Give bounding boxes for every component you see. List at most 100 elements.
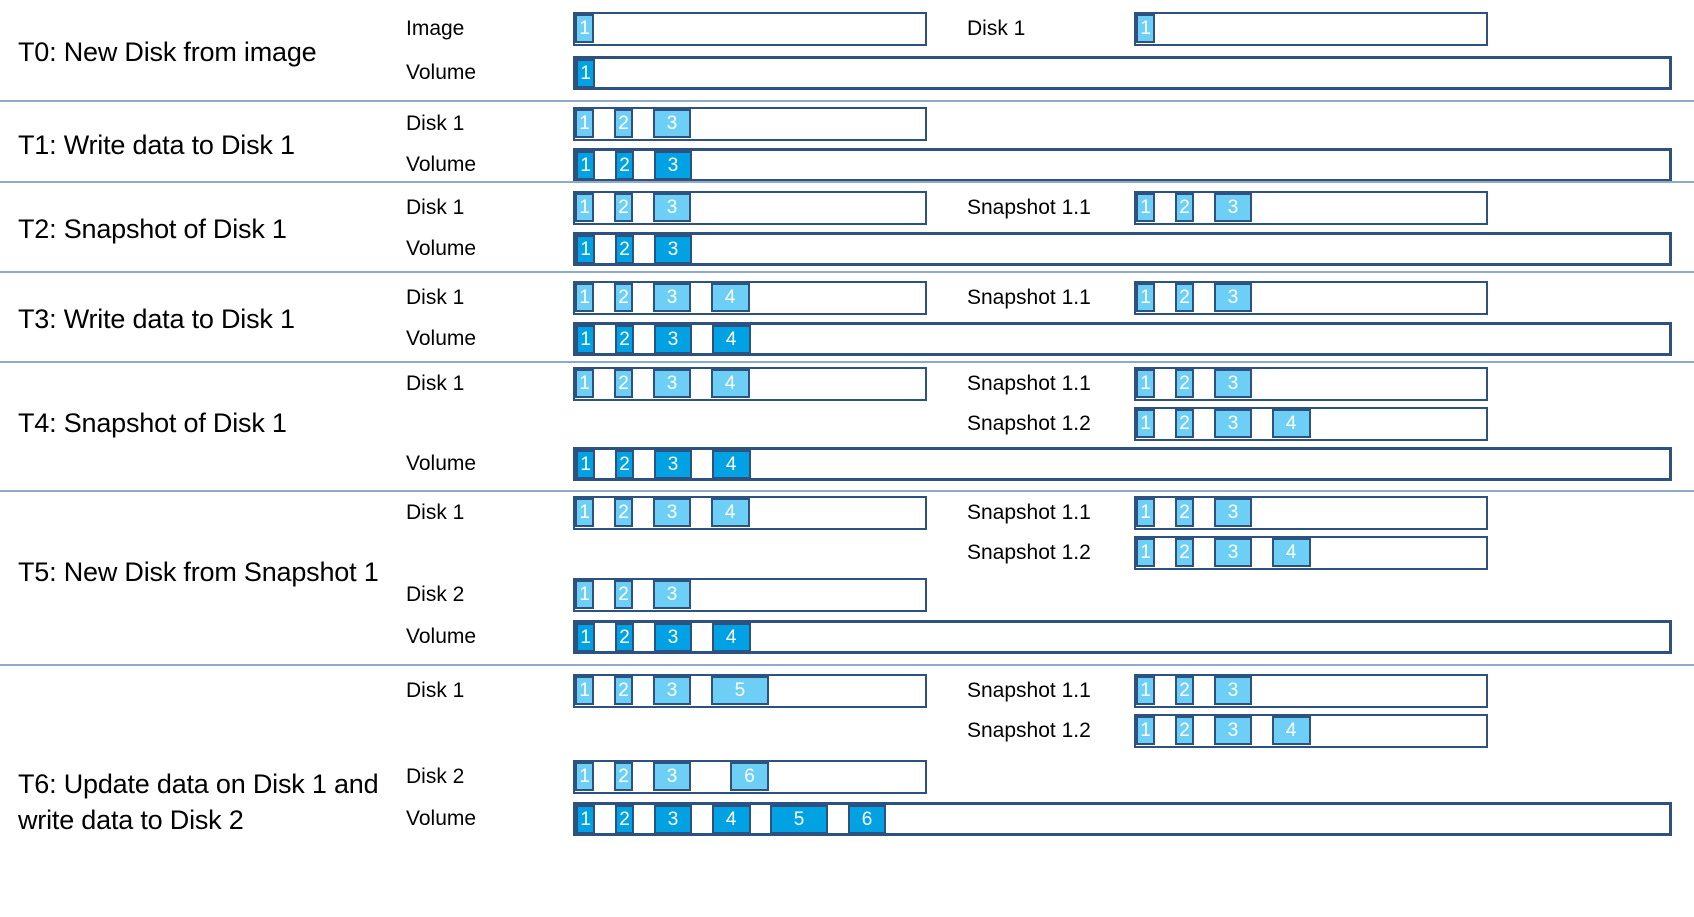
block-1: 1: [1136, 498, 1156, 527]
block-3: 3: [652, 193, 692, 222]
row-label-disk-2: Disk 2: [406, 583, 465, 606]
row-separator: [0, 490, 1694, 492]
step-label-t6: T6: Update data on Disk 1 and write data…: [18, 769, 379, 835]
block-2: 2: [613, 498, 634, 527]
block-3: 3: [1213, 538, 1253, 567]
block-1: 1: [1136, 283, 1156, 312]
block-2: 2: [614, 325, 635, 354]
block-1: 1: [575, 676, 595, 705]
row-label-snapshot-1-2: Snapshot 1.2: [967, 719, 1091, 742]
block-4: 4: [1271, 538, 1311, 567]
block-1: 1: [1136, 676, 1156, 705]
block-2: 2: [613, 676, 634, 705]
block-3: 3: [652, 498, 692, 527]
block-4: 4: [710, 369, 750, 398]
block-2: 2: [614, 805, 635, 834]
block-2: 2: [1174, 716, 1195, 745]
block-2: 2: [613, 109, 634, 138]
block-1: 1: [575, 498, 595, 527]
block-5: 5: [710, 676, 769, 705]
block-1: 1: [575, 14, 595, 43]
row-label-volume: Volume: [406, 625, 477, 648]
block-3: 3: [1213, 193, 1253, 222]
row-label-volume: Volume: [406, 807, 477, 830]
block-1: 1: [1136, 409, 1156, 438]
block-3: 3: [652, 369, 692, 398]
block-1: 1: [576, 59, 596, 88]
block-1: 1: [576, 235, 596, 264]
block-1: 1: [1136, 14, 1156, 43]
block-2: 2: [1174, 538, 1195, 567]
block-6: 6: [730, 762, 769, 791]
block-2: 2: [1174, 498, 1195, 527]
row-separator: [0, 181, 1694, 183]
block-2: 2: [1174, 369, 1195, 398]
block-3: 3: [1213, 716, 1253, 745]
step-label-t3: T3: Write data to Disk 1: [18, 304, 295, 334]
row-label-disk-1: Disk 1: [406, 196, 465, 219]
block-1: 1: [576, 325, 596, 354]
block-4: 4: [711, 805, 751, 834]
block-4: 4: [711, 623, 751, 652]
block-2: 2: [613, 369, 634, 398]
row-label-disk-1: Disk 1: [967, 17, 1026, 40]
row-separator: [0, 100, 1694, 102]
block-1: 1: [575, 109, 595, 138]
block-1: 1: [575, 580, 595, 609]
track-row: Disk 1 1: [0, 12, 1694, 46]
row-label-snapshot-1-1: Snapshot 1.1: [967, 372, 1091, 395]
row-separator: [0, 361, 1694, 363]
track-image: 1: [573, 12, 927, 46]
row-label-volume: Volume: [406, 237, 477, 260]
block-3: 3: [652, 109, 692, 138]
block-3: 3: [652, 676, 692, 705]
track-volume: 1: [573, 56, 1672, 90]
row-label-disk-1: Disk 1: [406, 286, 465, 309]
block-3: 3: [653, 151, 693, 180]
block-2: 2: [614, 235, 635, 264]
block-1: 1: [1136, 369, 1156, 398]
block-1: 1: [575, 283, 595, 312]
block-4: 4: [710, 498, 750, 527]
row-separator: [0, 664, 1694, 666]
block-2: 2: [613, 283, 634, 312]
track-disk-1: 1: [1134, 12, 1488, 46]
row-label-disk-1: Disk 1: [406, 679, 465, 702]
block-2: 2: [614, 623, 635, 652]
row-label-snapshot-1-1: Snapshot 1.1: [967, 196, 1091, 219]
block-3: 3: [1213, 409, 1253, 438]
block-2: 2: [1174, 676, 1195, 705]
block-1: 1: [576, 151, 596, 180]
block-3: 3: [653, 623, 693, 652]
block-6: 6: [847, 805, 887, 834]
